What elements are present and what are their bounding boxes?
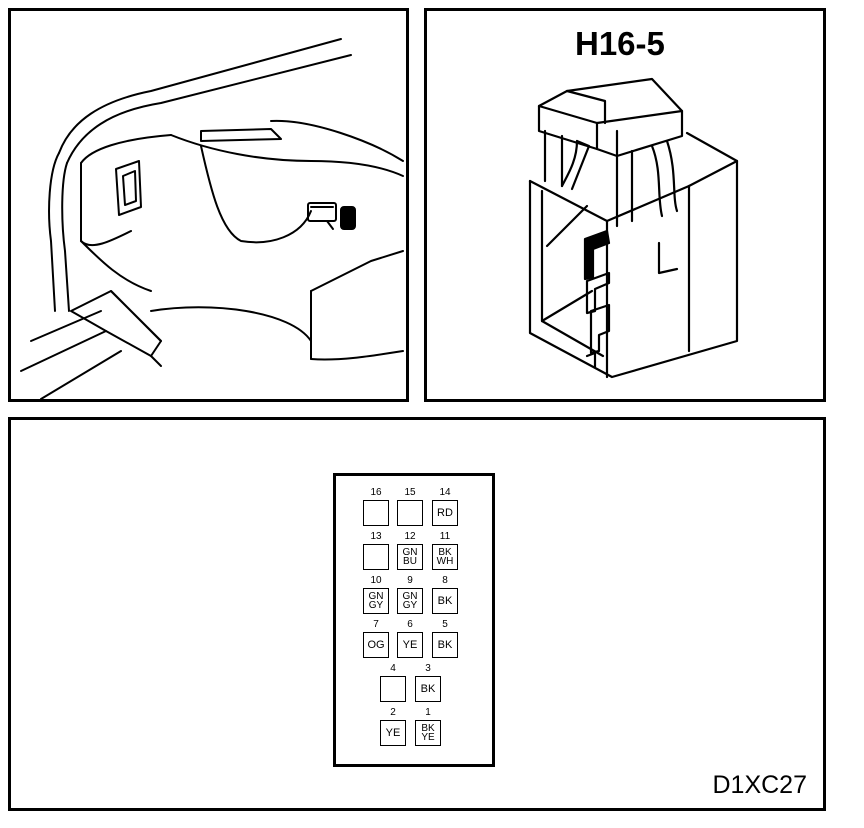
wire-color-code: BK xyxy=(421,723,435,734)
wire-color-code: GY xyxy=(368,600,384,611)
pin-cavity: RD xyxy=(432,500,458,526)
pin-number: 12 xyxy=(404,531,416,542)
wire-color-code: BK xyxy=(437,638,453,651)
location-view-panel xyxy=(8,8,409,402)
wire-color-code: BK xyxy=(420,682,436,695)
wire-color-code: YE xyxy=(402,638,418,651)
wire-color-code: YE xyxy=(421,732,435,743)
connector-id-title: H16-5 xyxy=(575,25,665,62)
wire-color-code: WH xyxy=(436,556,454,567)
wire-color-code: BK xyxy=(437,594,453,607)
wire-color-code: GN xyxy=(368,591,384,602)
pin-number: 6 xyxy=(407,619,413,630)
pin-cavity: YE xyxy=(380,720,406,746)
pin-cavity xyxy=(363,500,389,526)
pin-number: 13 xyxy=(370,531,382,542)
pin-number: 2 xyxy=(390,707,396,718)
trunk-location-illustration xyxy=(20,38,404,399)
pin-cavity xyxy=(363,544,389,570)
pin-number: 1 xyxy=(425,707,431,718)
pin-number: 10 xyxy=(370,575,382,586)
pin-number: 14 xyxy=(439,487,451,498)
pin-number: 15 xyxy=(404,487,416,498)
pin-cavity: BK xyxy=(432,588,458,614)
wire-color-code: OG xyxy=(367,638,385,651)
pin-cavity xyxy=(380,676,406,702)
wire-color-code: GY xyxy=(402,600,418,611)
wire-color-code: BK xyxy=(438,547,452,558)
pin-cavity: BK xyxy=(432,632,458,658)
pin-cavity xyxy=(397,500,423,526)
pin-cavity: OG xyxy=(363,632,389,658)
pin-number: 5 xyxy=(442,619,448,630)
wire-color-code: GN xyxy=(402,547,418,558)
pin-cavity: BK xyxy=(415,676,441,702)
diagram-code: D1XC27 xyxy=(712,771,808,799)
wire-color-code: BU xyxy=(403,556,417,567)
pin-cavity: YE xyxy=(397,632,423,658)
pin-number: 3 xyxy=(425,663,431,674)
pin-number: 16 xyxy=(370,487,382,498)
pin-number: 7 xyxy=(373,619,379,630)
connector-3d-illustration xyxy=(528,77,739,379)
wire-color-code: YE xyxy=(385,726,401,739)
pin-number: 9 xyxy=(407,575,413,586)
connector-view-panel: H16-5 xyxy=(424,8,826,402)
wire-color-code: RD xyxy=(437,506,453,519)
pin-number: 4 xyxy=(390,663,396,674)
wire-color-code: GN xyxy=(402,591,418,602)
pin-number: 8 xyxy=(442,575,448,586)
pin-number: 11 xyxy=(439,531,451,542)
